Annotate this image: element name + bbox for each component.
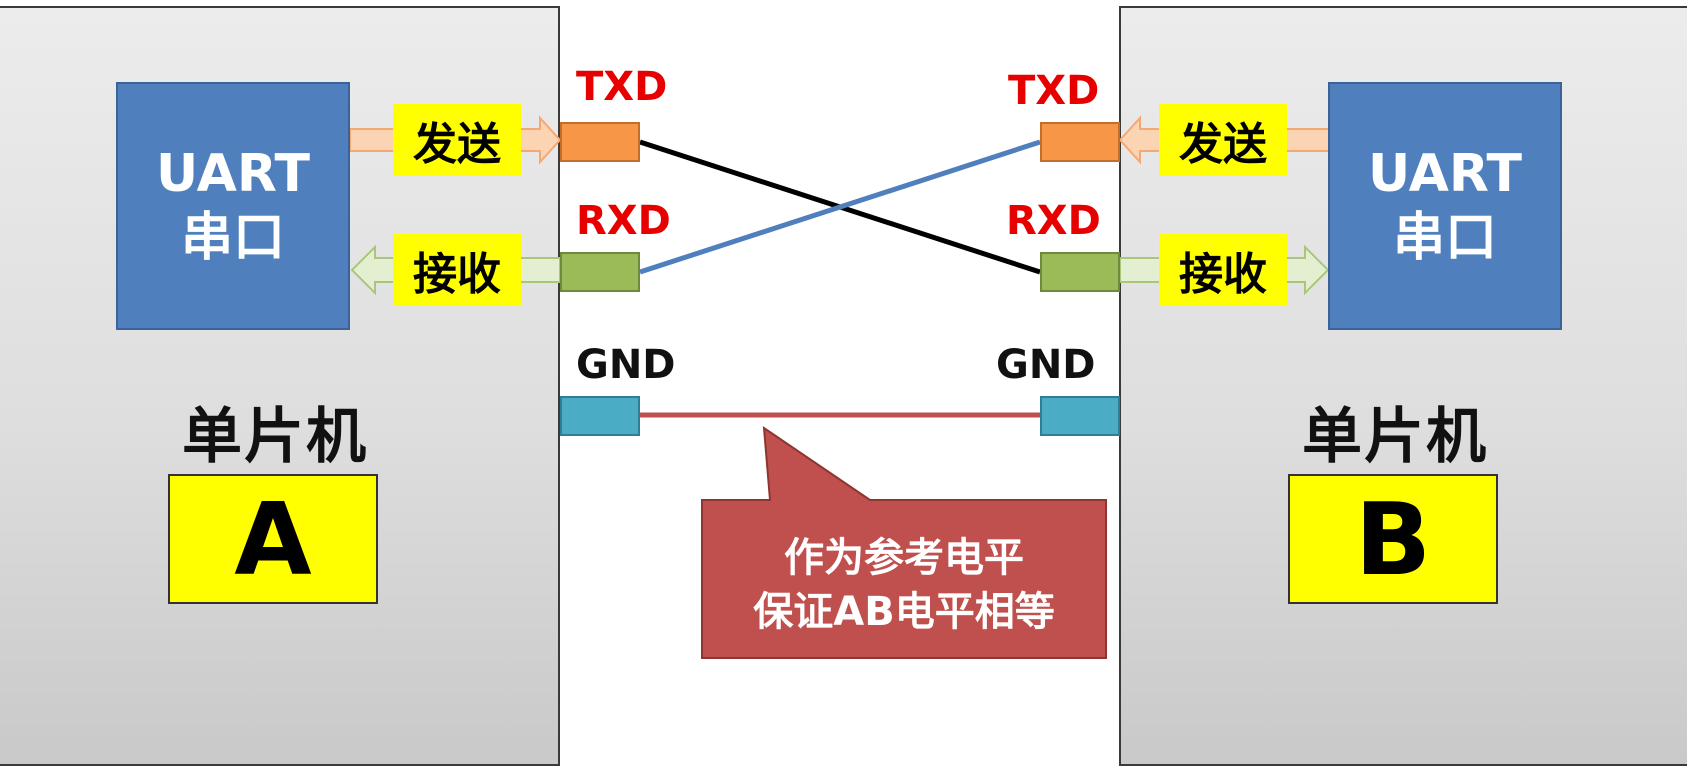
uart-b-line1: UART	[1367, 144, 1523, 204]
gnd-label-b: GND	[996, 342, 1096, 388]
txd-label-b: TXD	[1008, 68, 1100, 114]
receive-label-a: 接收	[393, 234, 521, 306]
gnd-pin-b	[1040, 396, 1120, 436]
txd-pin-a	[560, 122, 640, 162]
rxd-label-b: RXD	[1006, 198, 1101, 244]
callout-text: 作为参考电平 保证AB电平相等	[702, 520, 1106, 650]
rxd-pin-b	[1040, 252, 1120, 292]
uart-b-line2: 串口	[1392, 208, 1497, 268]
uart-a-line2: 串口	[180, 208, 285, 268]
txd-pin-b	[1040, 122, 1120, 162]
gnd-label-a: GND	[576, 342, 676, 388]
callout-line2: 保证AB电平相等	[753, 589, 1055, 635]
uart-a-line1: UART	[155, 144, 311, 204]
send-label-b: 发送	[1159, 104, 1287, 176]
board-letter-a: A	[168, 474, 378, 604]
uart-block-b: UART 串口	[1328, 82, 1562, 330]
receive-label-b: 接收	[1159, 234, 1287, 306]
callout-bubble	[701, 425, 1107, 659]
board-letter-b: B	[1288, 474, 1498, 604]
gnd-pin-a	[560, 396, 640, 436]
mcu-label-a: 单片机	[182, 402, 368, 472]
rxd-label-a: RXD	[576, 198, 671, 244]
wire-txd-b-to-rxd-a	[639, 139, 1041, 275]
txd-label-a: TXD	[576, 64, 668, 110]
mcu-label-b: 单片机	[1302, 402, 1488, 472]
callout-line1: 作为参考电平	[784, 535, 1024, 581]
rxd-pin-a	[560, 252, 640, 292]
uart-block-a: UART 串口	[116, 82, 350, 330]
send-label-a: 发送	[393, 104, 521, 176]
